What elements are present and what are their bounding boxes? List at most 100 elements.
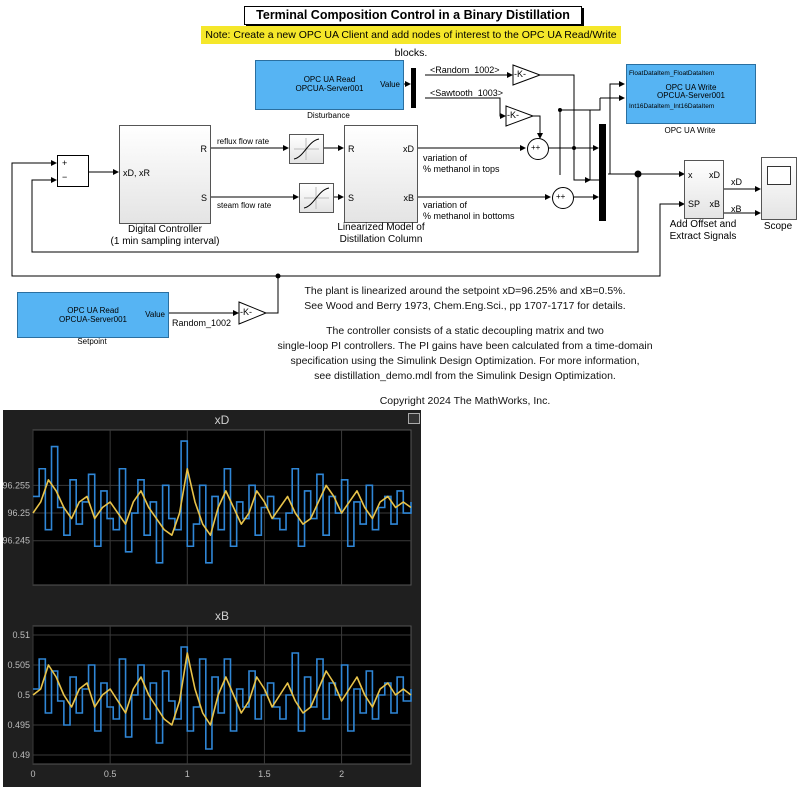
distillation-column-model-block[interactable]: R S xD xB [344, 125, 418, 223]
disturbance-caption: Disturbance [307, 111, 350, 120]
plant-xb-port: xB [403, 193, 414, 203]
gain-setpoint-label: -K- [240, 307, 252, 317]
sum-tops-signs: ++ [531, 143, 541, 152]
sum-bottoms-signs: ++ [556, 192, 566, 201]
opc-ua-write-block[interactable]: FloatDataItem_FloatDataItem OPC UA Write… [626, 64, 756, 124]
description-line: The plant is linearized around the setpo… [304, 285, 626, 297]
description-spacer [270, 314, 660, 324]
y-tick-label: 96.245 [3, 536, 30, 546]
opc-read-line1: OPC UA Read [303, 75, 356, 84]
mux-block[interactable] [599, 124, 606, 221]
gain-block-1[interactable] [512, 64, 542, 86]
offset-xd-port: xD [709, 170, 720, 180]
offset-sp-port: SP [688, 199, 701, 209]
tops-variation-1: variation of [423, 153, 468, 163]
scope-block[interactable] [761, 157, 797, 220]
description-line: specification using the Simulink Design … [290, 355, 640, 367]
y-tick-label: 0.505 [7, 660, 30, 670]
actuator-block-steam[interactable] [299, 183, 334, 213]
controller-input-label: xD, xR [123, 168, 150, 178]
x-tick-label: 0 [30, 769, 35, 779]
stair-series-line [33, 440, 412, 564]
description-line: Copyright 2024 The MathWorks, Inc. [379, 395, 551, 407]
opc-read-sp-line2: OPCUA-Server001 [58, 315, 128, 324]
stair-series-line [33, 646, 412, 750]
offset-label-2: Extract Signals [669, 231, 737, 242]
offset-x-port: x [688, 170, 693, 180]
bottoms-variation-1: variation of [423, 200, 468, 210]
opc-write-line2: OPCUA-Server001 [656, 91, 726, 100]
description-line: The controller consists of a static deco… [326, 325, 604, 337]
setpoint-caption: Setpoint [77, 337, 107, 346]
y-tick-label: 0.51 [12, 630, 30, 640]
offset-label-1: Add Offset and [669, 219, 737, 230]
model-note: Note: Create a new OPC UA Client and add… [201, 26, 621, 59]
gain-2-label: -K- [507, 110, 519, 120]
y-tick-label: 96.255 [3, 480, 30, 490]
opc-read-port: Value [380, 80, 400, 89]
signal-lines [11, 72, 761, 316]
x-tick-label: 1 [185, 769, 190, 779]
opc-read-sp-line1: OPC UA Read [67, 306, 119, 315]
y-tick-label: 0.5 [17, 690, 30, 700]
opc-ua-read-setpoint-block[interactable]: OPC UA Read OPCUA-Server001 Value [17, 292, 169, 338]
bus-selector[interactable] [411, 68, 416, 108]
sum-block-tops[interactable]: ++ [527, 138, 549, 160]
opc-read-sp-port: Value [145, 310, 165, 319]
opc-read-line2: OPCUA-Server001 [295, 84, 364, 93]
plant-r-port: R [348, 144, 355, 154]
opc-write-port1: FloatDataItem_FloatDataItem [629, 70, 715, 77]
opc-ua-read-disturbance-block[interactable]: OPC UA Read OPCUA-Server001 Value [255, 60, 404, 110]
digital-controller-block[interactable]: xD, xR R S [119, 125, 211, 224]
tops-variation-2: % methanol in tops [423, 164, 500, 174]
bottoms-variation-2: % methanol in bottoms [423, 211, 515, 221]
gain-block-setpoint[interactable] [238, 301, 268, 325]
controller-s-port: S [200, 193, 207, 203]
scope-plots: xD96.25596.2596.245xB0.510.5050.50.4950.… [3, 413, 412, 779]
model-description: The plant is linearized around the setpo… [270, 284, 660, 409]
controller-label-2: (1 min sampling interval) [110, 236, 220, 247]
y-tick-label: 96.25 [7, 508, 30, 518]
description-line: See Wood and Berry 1973, Chem.Eng.Sci., … [304, 300, 626, 312]
controller-r-port: R [200, 144, 208, 154]
plant-xd-port: xD [403, 144, 414, 154]
scope-xd-signal: xD [731, 177, 742, 187]
random-plain-label: Random_1002 [172, 318, 232, 328]
plant-label-2: Distillation Column [339, 234, 423, 245]
offset-xb-port: xB [709, 199, 720, 209]
sum-block-error[interactable]: + − [57, 155, 89, 187]
plot-title: xB [215, 609, 229, 623]
x-tick-label: 1.5 [258, 769, 271, 779]
description-spacer [270, 384, 660, 394]
scope-icon [767, 166, 791, 185]
gain-1-label: -K- [514, 69, 526, 79]
y-tick-label: 0.49 [12, 750, 30, 760]
scope-label: Scope [763, 221, 793, 232]
plant-label-1: Linearized Model of [337, 222, 425, 233]
actuator-block-reflux[interactable] [289, 134, 324, 164]
plot-title: xD [215, 413, 230, 427]
reflux-flow-label: reflux flow rate [217, 137, 270, 146]
undock-icon[interactable] [408, 413, 420, 424]
y-tick-label: 0.495 [7, 720, 30, 730]
controller-label-1: Digital Controller [128, 224, 202, 235]
opc-write-port2: Int16DataItem_Int16DataItem [629, 103, 715, 110]
sum-minus-sign: − [62, 172, 68, 182]
add-offset-block[interactable]: x SP xD xB [684, 160, 724, 219]
description-line: single-loop PI controllers. The PI gains… [277, 340, 653, 352]
x-tick-label: 0.5 [104, 769, 117, 779]
steam-flow-label: steam flow rate [217, 201, 272, 210]
x-tick-label: 2 [339, 769, 344, 779]
smooth-series-line [32, 652, 412, 726]
gain-block-2[interactable] [505, 105, 535, 127]
sawtooth-signal-label: <Sawtooth_1003> [430, 88, 504, 98]
scope-xb-signal: xB [731, 204, 742, 214]
smooth-series-line [32, 467, 412, 536]
description-line: see distillation_demo.mdl from the Simul… [314, 370, 616, 382]
random-signal-label: <Random_1002> [430, 65, 500, 75]
sum-plus-sign: + [62, 158, 68, 168]
opc-write-line1: OPC UA Write [665, 83, 717, 92]
plant-s-port: S [348, 193, 355, 203]
opc-write-caption: OPC UA Write [664, 126, 716, 135]
sum-block-bottoms[interactable]: ++ [552, 187, 574, 209]
